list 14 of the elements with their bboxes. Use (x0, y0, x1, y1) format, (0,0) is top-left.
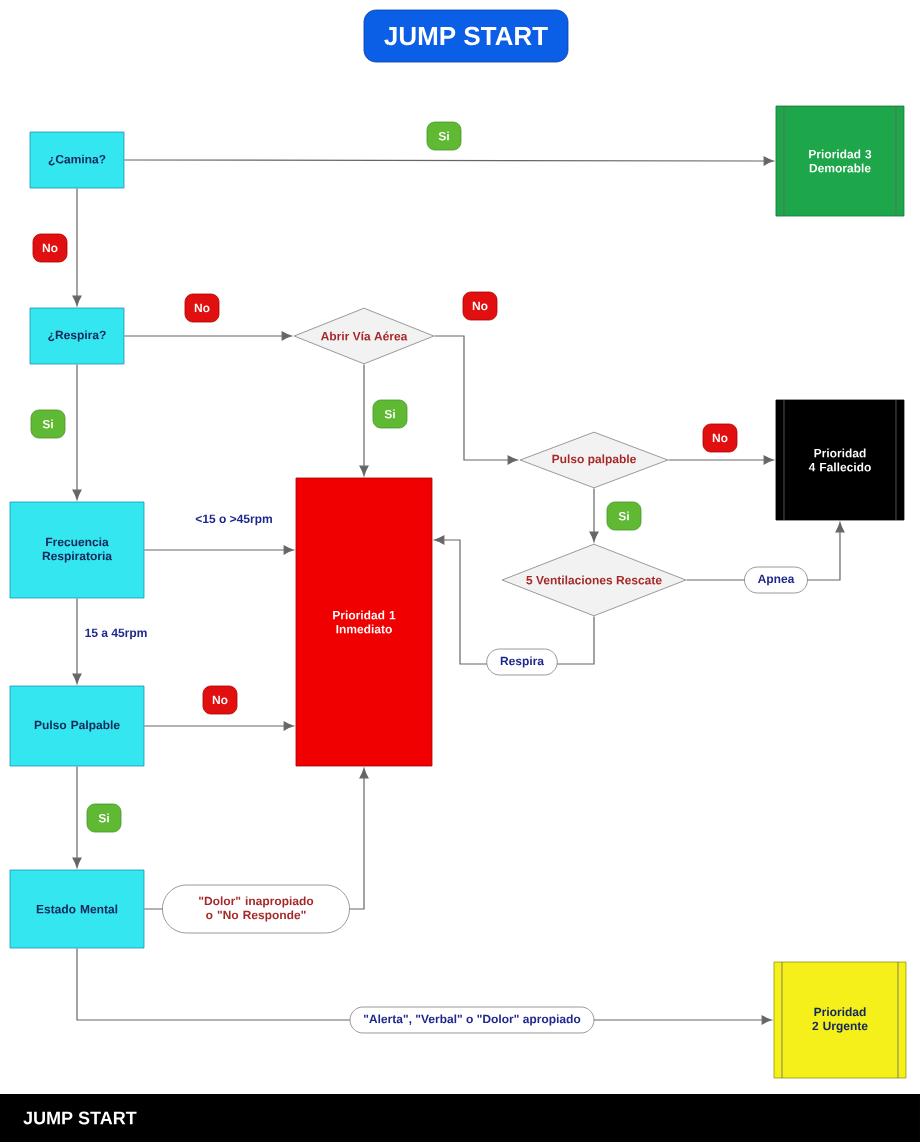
arrow (359, 363, 369, 476)
arrow (72, 187, 82, 306)
arrow (72, 765, 82, 868)
arrow (72, 597, 82, 684)
arrow (667, 455, 774, 465)
arrow (72, 363, 82, 500)
footer-text: JUMP START (23, 1111, 137, 1125)
title-banner: JUMP START (363, 9, 569, 63)
arrow (123, 156, 774, 166)
arrow (143, 545, 294, 555)
arrow (433, 335, 518, 465)
arrow (589, 487, 599, 542)
arrow (123, 331, 292, 341)
arrow (143, 721, 294, 731)
